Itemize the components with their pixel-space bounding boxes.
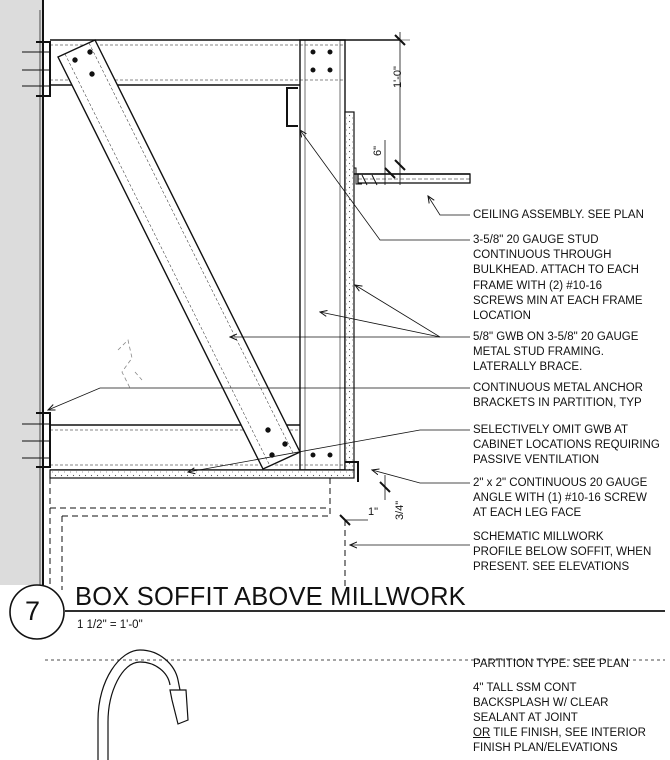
note-omit-gwb: SELECTIVELY OMIT GWB AT CABINET LOCATION… bbox=[473, 424, 660, 467]
title-rules bbox=[9, 584, 665, 661]
note-tile-finish: TILE FINISH, SEE INTERIOR FINISH PLAN/EL… bbox=[473, 727, 646, 755]
millwork-profile bbox=[49, 478, 346, 590]
note-stud: 3-5/8" 20 GAUGE STUD CONTINUOUS THROUGH … bbox=[473, 234, 643, 323]
gwb-board bbox=[344, 111, 355, 471]
dimension-label-top: 1'-0" bbox=[392, 66, 404, 88]
bottom-anchor-bracket bbox=[22, 412, 51, 468]
ceiling-assembly bbox=[354, 173, 471, 184]
note-backsplash: 4" TALL SSM CONT BACKSPLASH W/ CLEAR SEA… bbox=[473, 682, 609, 725]
note-partition-type: PARTITION TYPE. SEE PLAN bbox=[473, 658, 629, 670]
dimension-label-angle: 3/4" bbox=[394, 500, 406, 520]
faucet-sketch bbox=[97, 649, 189, 760]
detail-title: BOX SOFFIT ABOVE MILLWORK bbox=[75, 583, 466, 611]
dimension-angle bbox=[339, 475, 391, 526]
dimension-top bbox=[345, 32, 410, 185]
top-anchor-bracket bbox=[22, 41, 51, 97]
note-angle: 2" x 2" CONTINUOUS 20 GAUGE ANGLE WITH (… bbox=[473, 477, 648, 520]
bottom-horizontal-stud bbox=[50, 424, 345, 471]
ceiling-clip bbox=[354, 167, 378, 186]
diagonal-brace bbox=[57, 39, 301, 470]
existing-wall bbox=[0, 0, 44, 585]
dimension-label-millwork: 1" bbox=[368, 506, 379, 518]
leader-lines bbox=[48, 130, 470, 545]
c-channel-clip bbox=[286, 87, 298, 127]
note-backsplash-alt: OR TILE FINISH, SEE INTERIOR FINISH PLAN… bbox=[473, 726, 646, 756]
dimension-label-ceiling: 6" bbox=[372, 145, 384, 156]
note-anchor-brackets: CONTINUOUS METAL ANCHOR BRACKETS IN PART… bbox=[473, 382, 643, 410]
note-millwork: SCHEMATIC MILLWORK PROFILE BELOW SOFFIT,… bbox=[473, 531, 652, 574]
sketch-scribble bbox=[117, 339, 143, 389]
note-gwb: 5/8" GWB ON 3-5/8" 20 GAUGE METAL STUD F… bbox=[473, 331, 639, 374]
gwb-soffit-bottom bbox=[49, 469, 355, 479]
note-ceiling-assembly: CEILING ASSEMBLY. SEE PLAN bbox=[473, 209, 644, 221]
detail-scale: 1 1/2" = 1'-0" bbox=[77, 619, 143, 631]
continuous-angle bbox=[345, 461, 359, 482]
vertical-stud bbox=[299, 39, 346, 471]
detail-number: 7 bbox=[25, 596, 41, 626]
note-or-word: OR bbox=[473, 727, 491, 739]
